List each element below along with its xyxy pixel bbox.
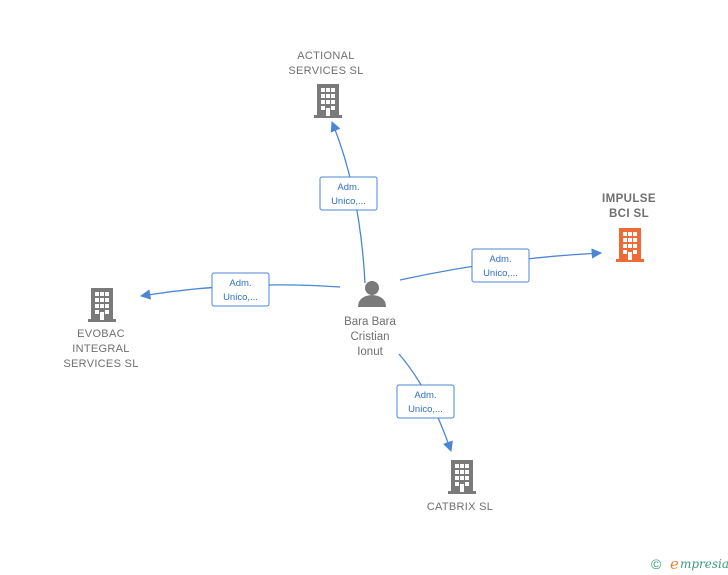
company-name-line: ACTIONAL	[297, 50, 354, 62]
person-node[interactable]: Bara Bara Cristian Ionut	[344, 281, 396, 358]
company-node-actional[interactable]: ACTIONAL SERVICES SL	[288, 50, 363, 118]
company-name-line: EVOBAC	[77, 328, 125, 340]
relation-role: Adm.	[229, 278, 251, 289]
copyright-icon: ©	[651, 556, 662, 572]
person-name-line: Bara Bara	[344, 316, 396, 328]
company-name-line: BCI SL	[609, 208, 649, 220]
company-name-line: INTEGRAL	[72, 343, 129, 355]
brand-name: mpresia	[680, 557, 728, 571]
company-name-line: CATBRIX SL	[427, 501, 493, 513]
building-icon	[314, 84, 342, 118]
relation-role-detail: Unico,...	[483, 268, 518, 279]
building-icon	[616, 228, 644, 262]
relation-label-impulse[interactable]: Adm. Unico,...	[471, 248, 530, 283]
relation-role: Adm.	[414, 390, 436, 401]
person-name-line: Cristian	[351, 331, 390, 343]
relation-role-detail: Unico,...	[408, 404, 443, 415]
company-name-line: SERVICES SL	[63, 358, 138, 370]
relation-role: Adm.	[489, 254, 511, 265]
empresia-brand[interactable]: © e mpresia	[651, 555, 728, 573]
relation-role: Adm.	[337, 182, 359, 193]
company-node-impulse[interactable]: IMPULSE BCI SL	[602, 193, 656, 262]
person-icon	[358, 281, 386, 307]
relation-label-actional[interactable]: Adm. Unico,...	[319, 176, 378, 211]
relation-label-catbrix[interactable]: Adm. Unico,...	[396, 384, 455, 419]
building-icon	[448, 460, 476, 494]
relation-role-detail: Unico,...	[223, 292, 258, 303]
relation-label-evobac[interactable]: Adm. Unico,...	[211, 272, 270, 307]
relation-role-detail: Unico,...	[331, 196, 366, 207]
company-name-line: IMPULSE	[602, 193, 656, 205]
person-name-line: Ionut	[357, 346, 383, 358]
building-icon	[88, 288, 116, 322]
company-node-catbrix[interactable]: CATBRIX SL	[427, 460, 493, 513]
brand-initial: e	[670, 555, 679, 573]
company-node-evobac[interactable]: EVOBAC INTEGRAL SERVICES SL	[63, 288, 138, 370]
company-name-line: SERVICES SL	[288, 65, 363, 77]
